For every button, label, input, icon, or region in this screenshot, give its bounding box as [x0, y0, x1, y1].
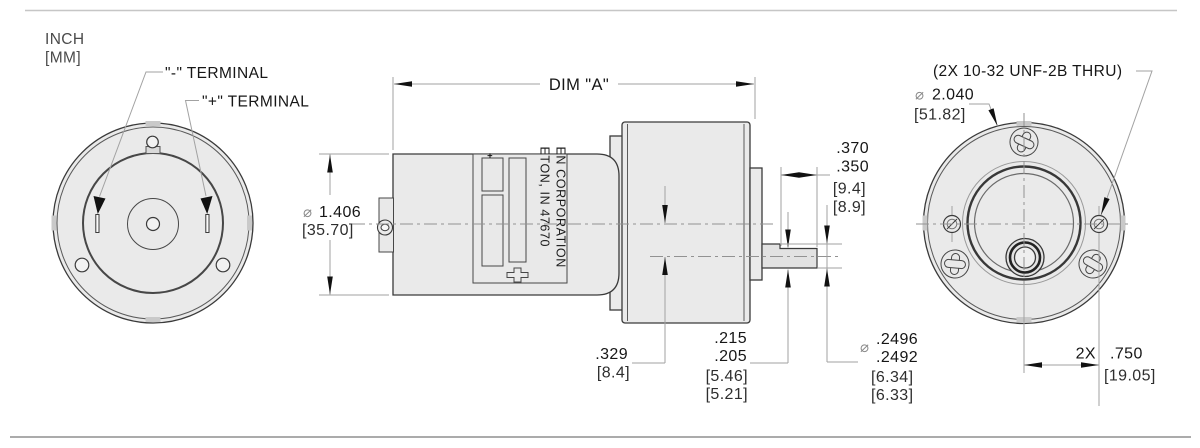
face-view — [916, 113, 1132, 334]
shaft-offset-dimension: .329 [8.4] — [595, 186, 668, 382]
shaft-length-mm-min: [8.9] — [833, 199, 866, 216]
thread-note-annotation: (2X 10-32 UNF-2B THRU) — [933, 63, 1153, 216]
terminal-eyelet-hole — [380, 223, 390, 232]
neg-terminal-arrow-icon — [93, 196, 106, 214]
screw-bl-recess-h — [944, 258, 966, 270]
body-dia-dimension: ⌀ 1.406 [35.70] — [302, 153, 389, 296]
thread-hole-right-mark — [1093, 218, 1105, 230]
face-rim-mark-left — [922, 215, 928, 231]
flange-dia-inch: 2.040 — [932, 87, 974, 104]
shaft-flat-dimension: .215 .205 [5.46] [5.21] — [706, 212, 791, 403]
shaft-flat-inch-min: .205 — [714, 348, 747, 365]
screw-bottom-left — [940, 249, 970, 279]
label-company-text: EN CORPORATION — [554, 147, 568, 268]
hole-offset-inch: .750 — [1110, 346, 1143, 363]
screw-br-recess-h — [1082, 256, 1104, 272]
thread-note-leader — [1100, 70, 1153, 216]
pos-terminal-slot — [205, 214, 210, 233]
flange-dia-dimension: ⌀ 2.040 [51.82] — [914, 87, 998, 127]
shaft-boss-ring — [1008, 241, 1042, 274]
rim-mark-left — [51, 215, 57, 231]
flange-dia-leader — [969, 103, 998, 127]
shaft-length-inch-max: .370 — [836, 140, 869, 157]
units-inch-label: INCH — [45, 31, 85, 48]
screw-bottom-right — [1078, 249, 1108, 279]
rim-mark-top — [145, 121, 161, 126]
side-view: + EN CORPORATION ETON, IN 47670 — [352, 121, 838, 324]
rear-hole-left — [74, 257, 90, 273]
pos-terminal-label: "+" TERMINAL — [202, 94, 309, 111]
rear-view: "-" TERMINAL "+" TERMINAL — [51, 65, 309, 324]
label-address-text: ETON, IN 47670 — [538, 147, 552, 248]
shaft-offset-inch: .329 — [595, 346, 628, 363]
shaft-length-inch-min: .350 — [836, 159, 869, 176]
pos-terminal-arrow-icon — [200, 196, 213, 214]
flange-dia-symbol: ⌀ — [915, 87, 924, 104]
label-window-3 — [508, 157, 527, 263]
hole-offset-qty: 2X — [1076, 346, 1096, 363]
hole-offset-dimension: 2X .750 [19.05] — [1023, 236, 1156, 406]
dim-a-label: DIM "A" — [549, 76, 609, 94]
shaft-offset-mm: [8.4] — [597, 365, 630, 382]
label-window-2 — [481, 194, 504, 267]
rear-hole-right — [215, 257, 231, 273]
body-dia-inch: 1.406 — [319, 204, 361, 221]
label-polarity-mark: + — [485, 153, 495, 159]
neg-terminal-label: "-" TERMINAL — [165, 65, 268, 82]
units-mm-label: [MM] — [45, 50, 81, 67]
shaft-flat-mm-min: [5.21] — [706, 386, 748, 403]
face-rim-mark-right — [1120, 215, 1126, 231]
neg-terminal-leader — [99, 71, 163, 197]
rear-hole-top — [146, 135, 159, 149]
rim-mark-bottom — [145, 317, 161, 322]
shaft-flat-inch-max: .215 — [714, 330, 747, 347]
hole-offset-mm: [19.05] — [1104, 368, 1156, 385]
shaft-dia-dimension: ⌀ .2496 .2492 [6.34] [6.33] — [780, 205, 918, 404]
label-plus-icon — [506, 267, 529, 283]
thread-note-label: (2X 10-32 UNF-2B THRU) — [933, 63, 1122, 80]
body-dia-mm: [35.70] — [302, 222, 354, 239]
shaft-dia-inch-min: .2492 — [876, 349, 918, 366]
rim-mark-right — [247, 215, 252, 231]
pos-terminal-leader — [184, 100, 207, 197]
shaft-bore — [1013, 246, 1037, 269]
rear-hub-hole — [145, 216, 161, 232]
flange-dia-mm: [51.82] — [914, 107, 966, 124]
body-dia-symbol: ⌀ — [303, 204, 312, 221]
shaft-length-dimension: .370 .350 [9.4] [8.9] — [780, 140, 869, 247]
shaft-dia-symbol: ⌀ — [860, 339, 869, 356]
shaft-length-mm-max: [9.4] — [833, 181, 866, 198]
gearbox-body — [621, 121, 751, 324]
dim-a-dimension: DIM "A" — [392, 76, 756, 150]
shaft-dia-inch-max: .2496 — [876, 331, 918, 348]
neg-terminal-slot — [95, 214, 100, 233]
shaft-dia-mm-min: [6.33] — [871, 387, 913, 404]
shaft-flat-mm-max: [5.46] — [706, 368, 748, 385]
label-window-1 — [481, 157, 504, 192]
shaft-dia-mm-max: [6.34] — [871, 369, 913, 386]
